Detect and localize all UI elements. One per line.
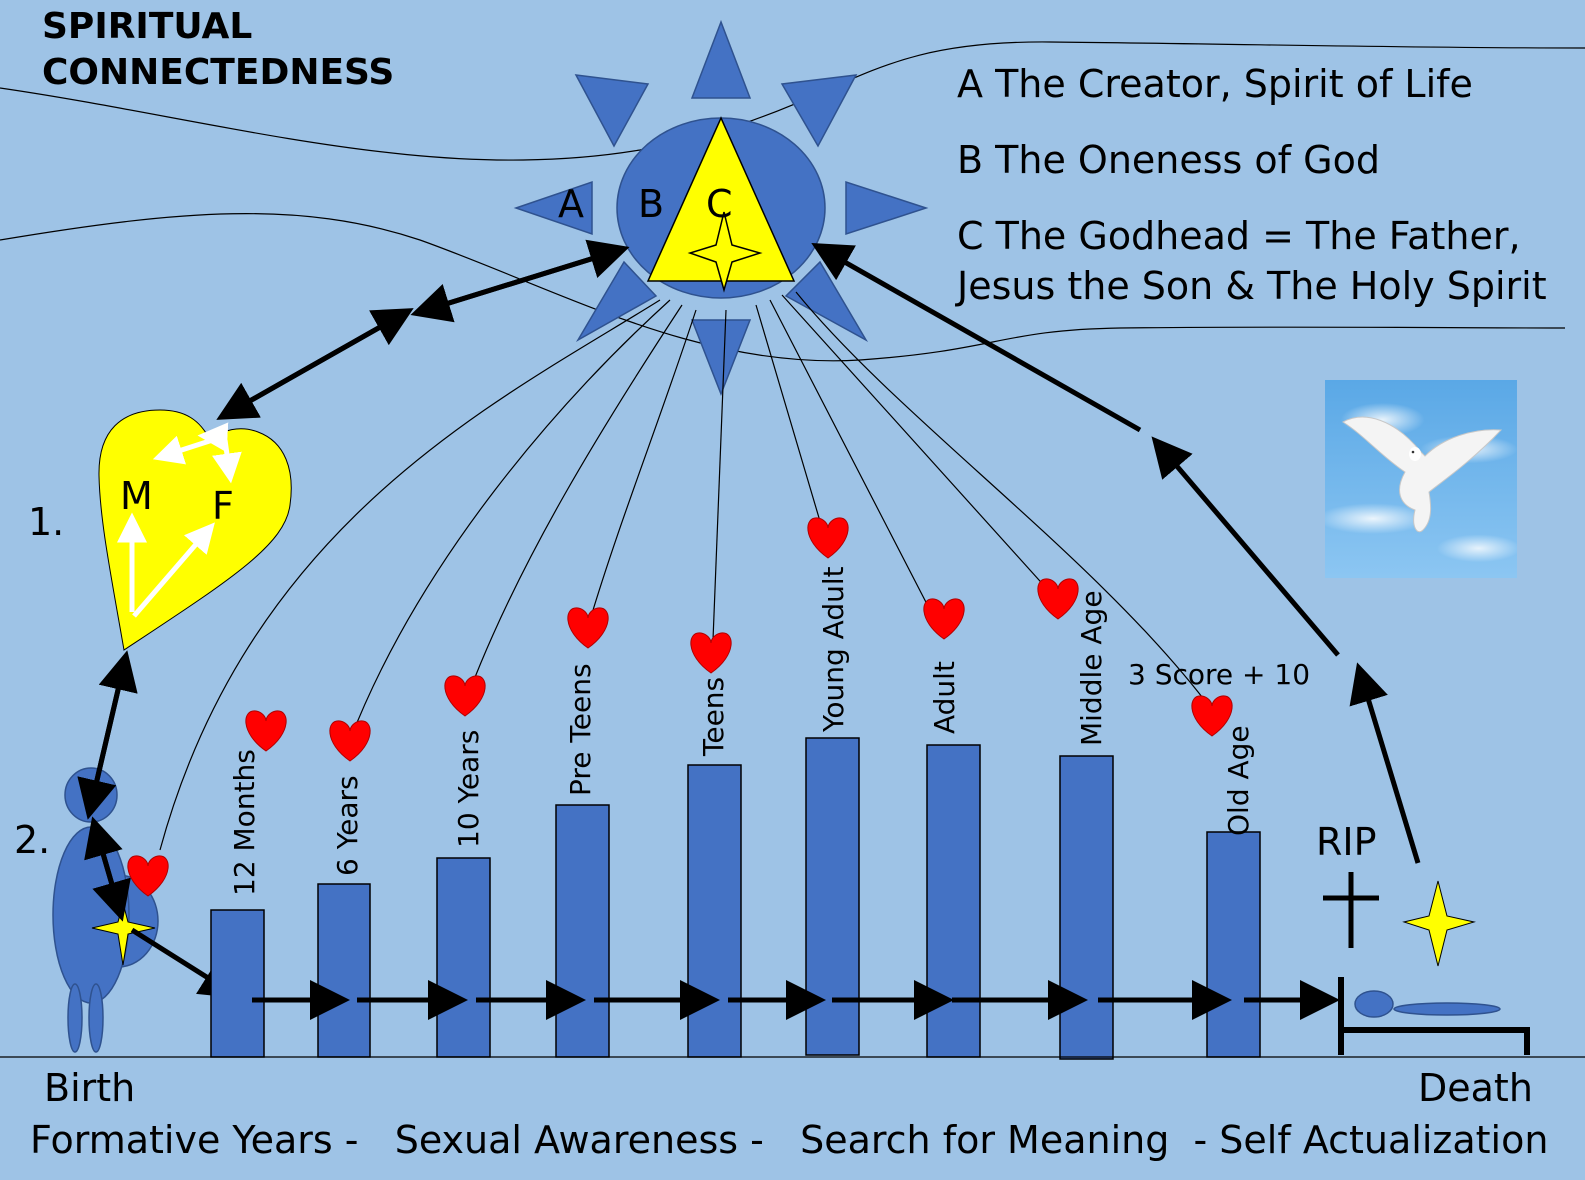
stage-label-12-months: 12 Months [228, 749, 261, 896]
stage-bar-7 [926, 744, 981, 1058]
heart-icon [690, 632, 732, 674]
title-line-1: SPIRITUAL [42, 6, 253, 47]
heart-icon [923, 598, 965, 640]
stage-label-teens: Teens [697, 676, 730, 756]
stage-bar-3 [436, 857, 491, 1058]
dove-icon [1342, 416, 1503, 533]
phases-label: Formative Years - Sexual Awareness - Sea… [30, 1118, 1549, 1162]
rip-label: RIP [1316, 820, 1377, 864]
stage-bar-9 [1206, 831, 1261, 1058]
heart-icon [1191, 695, 1233, 737]
parents-heart [98, 409, 292, 651]
heart-icon [567, 607, 609, 649]
stage-label-middle-age: Middle Age [1075, 590, 1108, 746]
title-line-2: CONNECTEDNESS [42, 52, 395, 93]
heart-icon [807, 517, 849, 559]
heart-icon [444, 675, 486, 717]
arrows [77, 239, 1421, 999]
star-icon [687, 211, 763, 293]
stage-label-6-years: 6 Years [331, 775, 364, 876]
letter-a: A [558, 182, 584, 226]
heart-icon [1037, 578, 1079, 620]
stage-bar-2 [317, 883, 371, 1058]
dove-image [1325, 380, 1517, 578]
person-figure [52, 767, 159, 1053]
hearts-group [127, 517, 1233, 897]
stage-bar-1 [210, 909, 265, 1058]
heart-icon [329, 720, 371, 762]
stage-label-old-age: Old Age [1222, 725, 1255, 836]
father-label: F [212, 484, 234, 528]
connection-lines [159, 291, 1213, 851]
stage-bar-8 [1059, 755, 1114, 1060]
marker-one: 1. [28, 500, 65, 544]
heart-icon [127, 855, 169, 897]
stage-label-pre-teens: Pre Teens [564, 663, 597, 796]
cross-icon [1323, 872, 1379, 948]
stage-label-10-years: 10 Years [452, 729, 485, 848]
stage-label-adult: Adult [928, 661, 961, 734]
birth-label: Birth [44, 1066, 136, 1110]
mother-label: M [120, 474, 153, 518]
legend-a: A The Creator, Spirit of Life [957, 62, 1473, 106]
stage-bar-4 [555, 804, 610, 1058]
legend-c1: C The Godhead = The Father, [957, 214, 1521, 258]
wave-line-middle [0, 213, 1566, 362]
letter-c: C [706, 182, 733, 226]
star-icon [91, 901, 156, 966]
star-icon [1402, 880, 1476, 967]
life-stage-bars [210, 737, 1261, 1060]
legend-b: B The Oneness of God [957, 138, 1380, 182]
legend-c2: Jesus the Son & The Holy Spirit [957, 264, 1547, 308]
page-title: SPIRITUAL CONNECTEDNESS [42, 4, 394, 96]
stage-bar-5 [687, 764, 742, 1058]
stage-label-young-adult: Young Adult [817, 566, 850, 732]
bed-icon [1338, 977, 1530, 1055]
heart-icon [245, 710, 287, 752]
marker-two: 2. [14, 818, 51, 862]
score-label: 3 Score + 10 [1128, 658, 1311, 691]
death-label: Death [1418, 1066, 1533, 1110]
stage-bar-6 [805, 737, 860, 1056]
letter-b: B [638, 182, 665, 226]
